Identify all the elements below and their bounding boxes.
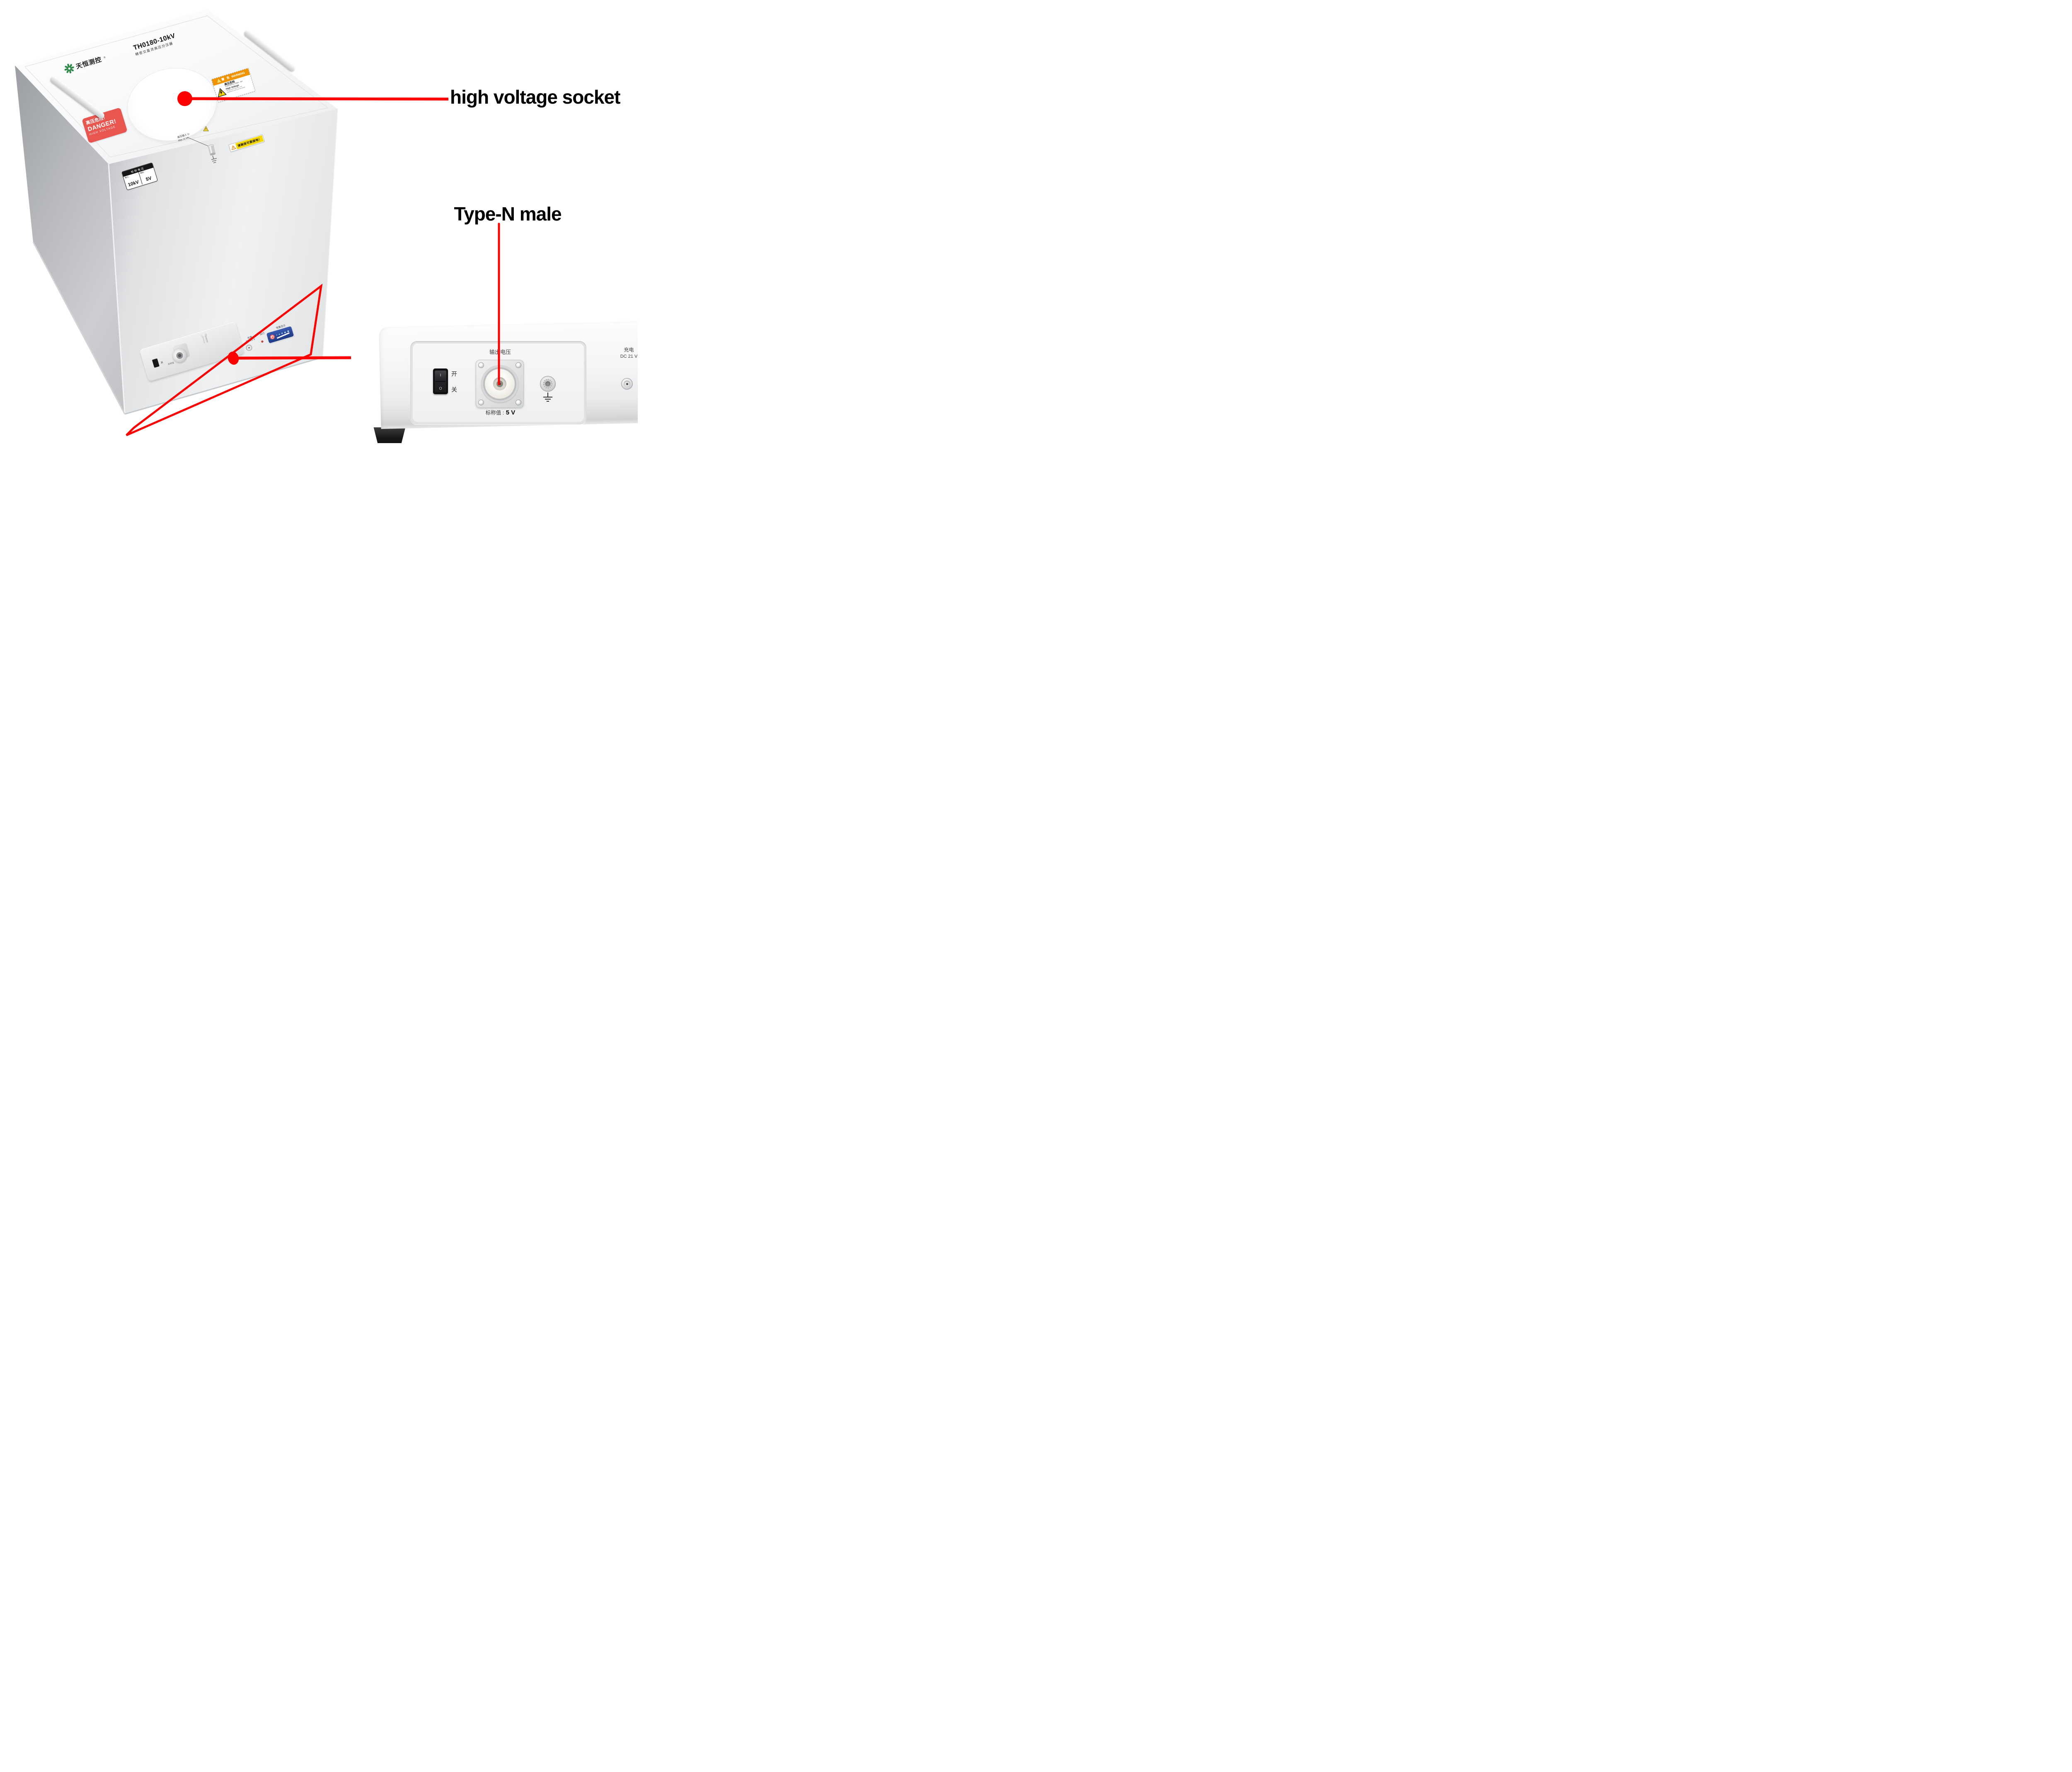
- power-switch-small: [152, 358, 160, 368]
- charge-line2-closeup: DC 21 V: [620, 354, 638, 359]
- registered-mark: ®: [103, 56, 106, 59]
- flange-screw: [478, 400, 484, 405]
- charge-line1-closeup: 充电: [624, 347, 634, 353]
- charge-jack-small: [246, 344, 252, 351]
- high-voltage-triangle-icon: [218, 88, 227, 97]
- battery-icon: [269, 334, 276, 340]
- socket-callout-text: high voltage socket: [450, 86, 620, 108]
- ground-icon: [543, 393, 552, 402]
- switch-on-glyph: I: [440, 373, 441, 377]
- rear-panel-closeup: I O 开 关 输出电压 标称值 : 5 V: [348, 312, 638, 443]
- nominal-caption: 标称值 :: [485, 410, 504, 416]
- nominal-value: 5 V: [506, 409, 516, 416]
- flange-screw: [516, 362, 521, 368]
- caution-triangle-icon: [231, 145, 236, 150]
- ground-terminal-hole: [545, 381, 550, 386]
- annotated-product-diagram: 天恒测控 ® TH0180-10kV 精密交直流高压分压器 警 告 WARNIN…: [0, 0, 638, 443]
- rating-caption-small: 标称值: [167, 361, 174, 366]
- power-on-label: 开: [451, 371, 457, 377]
- flange-screw: [516, 400, 521, 405]
- nominal-value-caption: 标称值 : 5 V: [472, 408, 528, 417]
- power-off-label-small: 关: [160, 361, 164, 365]
- power-switch-rocker: I O: [435, 371, 446, 392]
- charge-caption-closeup: 充电 DC 21 V: [609, 347, 638, 359]
- rating-input-caption: 输入：: [124, 175, 131, 179]
- switch-off-glyph: O: [439, 386, 442, 390]
- type-n-connector-small: [171, 343, 190, 364]
- charge-jack: [621, 378, 633, 390]
- connector-callout-text: Type-N male: [454, 203, 562, 225]
- rating-output-caption: 输出：: [140, 170, 146, 175]
- warning-triangle-icon: [217, 79, 221, 83]
- power-switch: I O: [433, 368, 448, 394]
- device-foot: [373, 427, 406, 443]
- type-n-center-pin: [499, 383, 501, 385]
- power-off-label: 关: [451, 386, 457, 393]
- output-voltage-label: 输出电压: [489, 349, 511, 355]
- type-n-connector: [476, 360, 524, 408]
- flange-screw: [478, 362, 484, 368]
- run-led: [261, 340, 264, 343]
- ground-terminal-small: [202, 335, 208, 344]
